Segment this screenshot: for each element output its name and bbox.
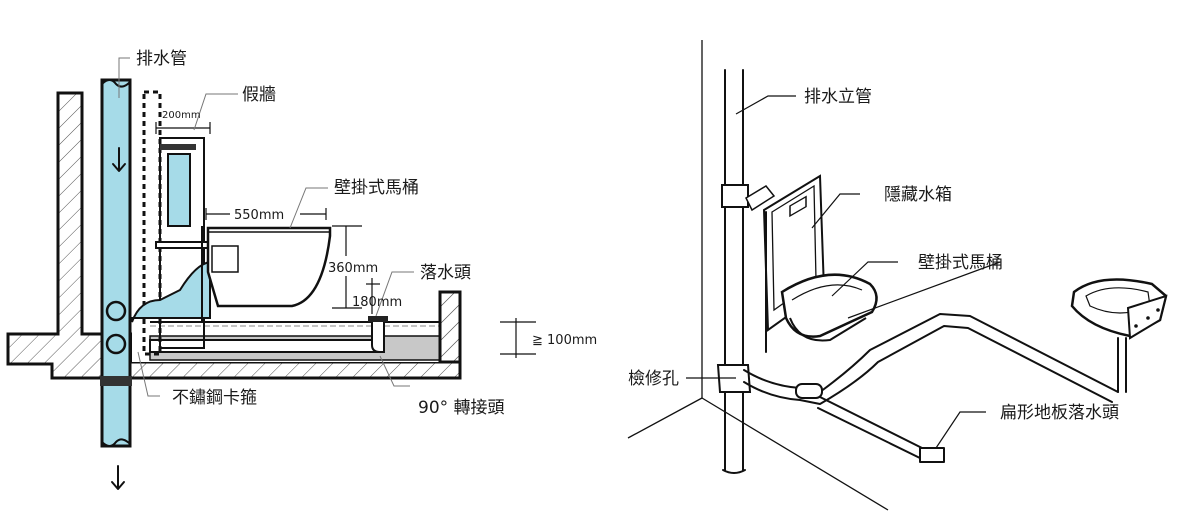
dim-label-100: ≧ 100mm: [532, 333, 597, 348]
branch-piping: [743, 313, 1127, 463]
leader-stack: [735, 95, 796, 115]
label-flat-floor-drain: 扁形地板落水頭: [1000, 403, 1119, 423]
dim-550: [205, 208, 327, 220]
label-false-wall: 假牆: [242, 85, 276, 105]
label-concealed-cistern: 隱藏水箱: [884, 185, 952, 205]
dim-180: [366, 278, 380, 314]
leader-toilet-iso: [831, 261, 898, 297]
right-isometric-diagram: 排水立管 隱藏水箱 壁掛式馬桶 檢修孔 扁形地板落水頭: [627, 40, 1168, 511]
label-stainless-clamp: 不鏽鋼卡箍: [172, 388, 257, 408]
flow-arrow-down-icon: [111, 465, 125, 490]
dim-100: [500, 318, 536, 358]
dim-label-360: 360mm: [328, 261, 378, 276]
flow-arrow-icon: [112, 147, 126, 172]
branch-pipe: [149, 339, 383, 353]
leader-elbow: [379, 355, 410, 387]
floor-drain-fixture: [1070, 278, 1168, 340]
wall-hung-toilet-iso: [780, 273, 878, 342]
label-elbow-90: 90° 轉接頭: [418, 398, 505, 418]
label-vertical-drain-stack: 排水立管: [804, 87, 872, 107]
label-inspection-opening: 檢修孔: [628, 369, 679, 389]
leader-flat-drain: [935, 411, 986, 449]
label-wall-hung-toilet-iso: 壁掛式馬桶: [918, 253, 1003, 273]
cistern: [167, 153, 191, 227]
vertical-drain-stack: [716, 69, 752, 474]
dim-label-550: 550mm: [234, 208, 284, 223]
leader-false-wall: [193, 93, 238, 131]
leader-floor-drain: [375, 271, 414, 317]
dim-label-180: 180mm: [352, 295, 402, 310]
pipe-clamp: [100, 376, 132, 386]
left-section-diagram: 排水管 假牆 壁掛式馬桶 落水頭 不鏽鋼卡箍 90° 轉接頭 200mm 550…: [6, 49, 597, 490]
drain-pipe: [100, 78, 132, 448]
dim-label-200: 200mm: [162, 110, 201, 121]
label-drain-pipe: 排水管: [136, 49, 187, 69]
leader-cistern: [811, 193, 860, 229]
label-floor-drain: 落水頭: [420, 263, 471, 283]
dim-200: [155, 122, 211, 134]
dim-360: [332, 225, 362, 309]
leader-drain-pipe: [118, 57, 130, 98]
leader-toilet-iso-2: [847, 261, 1001, 319]
label-wall-hung-toilet: 壁掛式馬桶: [334, 178, 419, 198]
leader-clamp: [137, 351, 160, 397]
leader-toilet: [289, 187, 328, 229]
